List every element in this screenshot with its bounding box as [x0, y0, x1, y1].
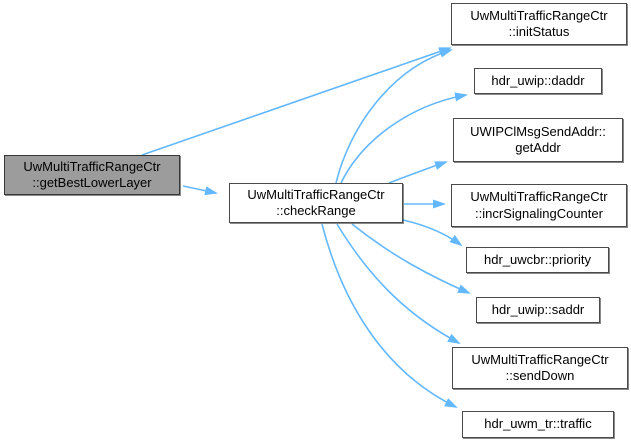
graph-node-label-line: UwMultiTrafficRangeCtr [471, 351, 609, 367]
edge-checkRange-to-daddr [340, 92, 468, 184]
edge-checkRange-to-sendDown [336, 223, 461, 344]
edge-checkRange-to-initStatus [335, 48, 453, 184]
graph-node-label-line: hdr_uwcbr::priority [484, 251, 591, 267]
graph-node-label-line: UwMultiTrafficRangeCtr [470, 189, 608, 204]
edge-checkRange-to-getAddr [388, 161, 448, 184]
graph-node-traffic[interactable]: hdr_uwm_tr::traffic [462, 411, 614, 438]
graph-node-label-line: getAddr [515, 140, 561, 155]
edges-layer [141, 47, 471, 408]
graph-node-priority[interactable]: hdr_uwcbr::priority [466, 247, 609, 273]
graph-node-label-line: ::getBestLowerLayer [32, 175, 152, 190]
graph-node-label-line: ::checkRange [276, 203, 356, 218]
graph-node-label-line: hdr_uwip::saddr [491, 301, 585, 317]
graph-node-saddr[interactable]: hdr_uwip::saddr [476, 297, 600, 323]
graph-node-label-line: ::incrSignalingCounter [475, 205, 603, 221]
graph-node-sendDown[interactable]: UwMultiTrafficRangeCtr::sendDown [452, 347, 628, 389]
edge-checkRange-to-saddr [351, 223, 471, 294]
graph-node-getAddr[interactable]: UWIPClMsgSendAddr::getAddr [453, 118, 623, 162]
graph-node-daddr[interactable]: hdr_uwip::daddr [474, 68, 602, 94]
graph-node-initStatus[interactable]: UwMultiTrafficRangeCtr::initStatus [451, 3, 627, 45]
graph-node-checkRange[interactable]: UwMultiTrafficRangeCtr::checkRange [229, 183, 403, 223]
graph-node-label-line: hdr_uwm_tr::traffic [484, 416, 592, 432]
graph-node-label-line: UWIPClMsgSendAddr:: [470, 123, 606, 139]
graph-node-label-line: UwMultiTrafficRangeCtr [247, 186, 385, 202]
graph-node-label-line: UwMultiTrafficRangeCtr [23, 158, 161, 174]
edge-checkRange-to-priority [402, 219, 463, 247]
edge-getBestLowerLayer-to-checkRange [182, 185, 218, 196]
graph-node-getBestLowerLayer[interactable]: UwMultiTrafficRangeCtr::getBestLowerLaye… [4, 155, 180, 195]
graph-node-label-line: UwMultiTrafficRangeCtr [470, 7, 608, 23]
graph-node-label-line: hdr_uwip::daddr [491, 72, 585, 88]
graph-node-incrSignalingCounter[interactable]: UwMultiTrafficRangeCtr::incrSignalingCou… [451, 184, 627, 227]
graph-node-label-line: ::initStatus [508, 24, 570, 39]
edge-checkRange-to-traffic [321, 223, 458, 408]
graph-node-label-line: ::sendDown [505, 368, 575, 383]
edge-getBestLowerLayer-to-initStatus [141, 47, 452, 156]
